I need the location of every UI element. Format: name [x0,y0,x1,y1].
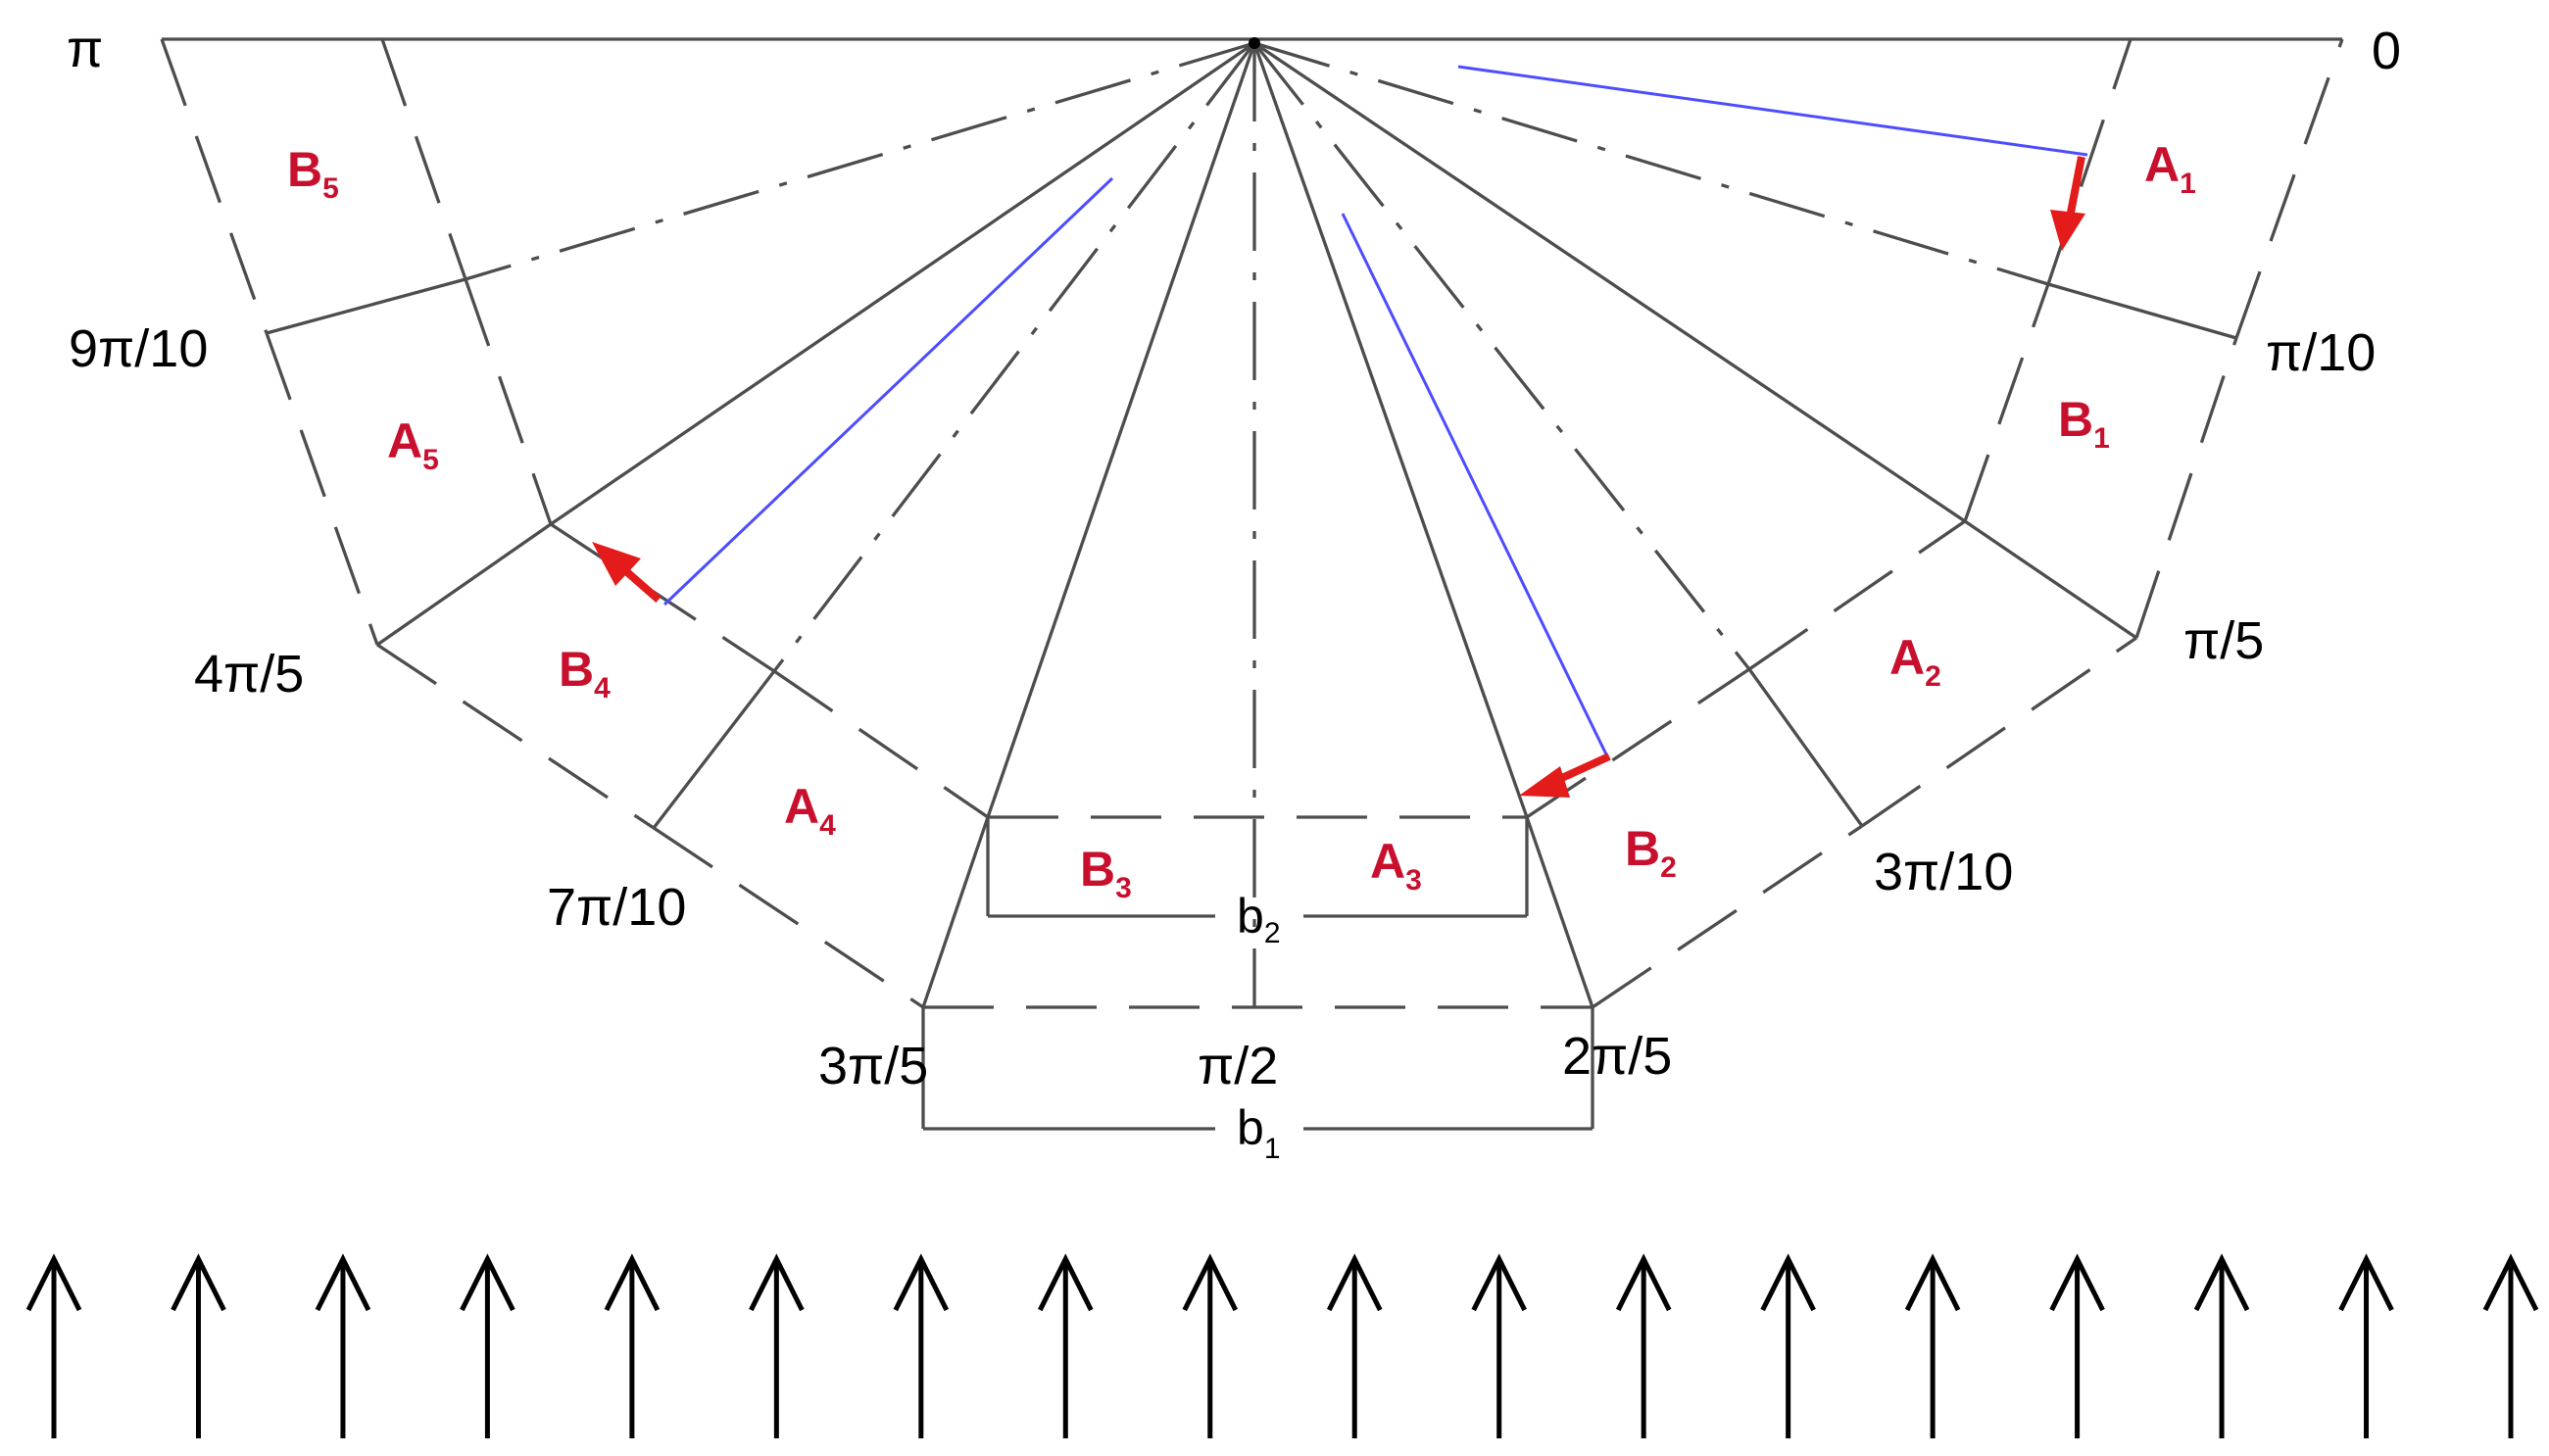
segment-label-a4: A4 [784,779,836,842]
segment-label-b1: B1 [2058,392,2110,455]
angle-label-7pi-10: 7π/10 [547,878,686,937]
b2-dimension [986,817,1529,918]
up-arrow-icon [1182,1253,1239,1438]
up-arrow-icon [460,1253,515,1438]
angle-label-pi-10: π/10 [2266,323,2376,382]
up-arrow-icon [604,1253,661,1438]
up-arrow-icon [2193,1253,2250,1438]
angle-label-3pi-10: 3π/10 [1874,843,2013,901]
up-arrow-icon [1760,1253,1816,1438]
up-arrow-icon [1326,1253,1383,1438]
segment-labels: A1 B1 A2 B2 A3 B3 A4 B4 A5 B5 [287,137,2196,904]
apex-point [1249,37,1260,49]
transition-arrow-icon [592,542,662,604]
radial-dividers [266,277,2237,1008]
angle-label-zero: 0 [2372,22,2401,80]
transition-arrows [592,156,2085,798]
up-arrow-icon [749,1253,805,1438]
angle-label-2pi-5: 2π/5 [1562,1027,1672,1086]
angle-label-pi-5: π/5 [2183,611,2264,670]
segment-label-b5: B5 [287,142,339,205]
up-arrow-icon [2338,1253,2394,1438]
up-arrow-icon [171,1253,226,1438]
up-arrow-icon [1471,1253,1527,1438]
flow-arrows [25,1253,2539,1438]
angle-label-pi: π [67,20,103,78]
up-arrow-icon [1615,1253,1672,1438]
up-arrow-icon [2482,1253,2539,1438]
up-arrow-icon [2049,1253,2105,1438]
up-arrow-icon [893,1253,950,1438]
transition-arrow-icon [2050,156,2085,251]
segment-label-b3: B3 [1080,842,1132,904]
segment-label-a3: A3 [1370,834,1422,897]
up-arrow-icon [315,1253,371,1438]
segment-label-a2: A2 [1889,630,1941,693]
up-arrow-icon [1038,1253,1094,1438]
transition-arrow-icon [1519,752,1611,798]
segment-label-b4: B4 [559,642,611,704]
up-arrow-icon [25,1253,82,1438]
outer-boundary [160,38,2344,1009]
segment-label-a1: A1 [2144,137,2196,200]
apex-rays [465,41,2049,1007]
angle-label-9pi-10: 9π/10 [69,319,208,378]
angle-label-pi-2: π/2 [1198,1037,1278,1095]
angle-labels: π 9π/10 4π/5 7π/10 3π/5 π/2 2π/5 3π/10 π… [67,20,2401,1095]
inner-boundary [380,38,2132,819]
segment-label-a5: A5 [387,413,439,476]
guide-lines [662,65,2088,757]
b1-dimension [921,1007,1594,1131]
up-arrow-icon [1904,1253,1961,1438]
segment-label-b2: B2 [1625,821,1677,884]
angle-label-3pi-5: 3π/5 [818,1037,928,1095]
width-label-b1: b1 [1237,1100,1281,1165]
angle-label-4pi-5: 4π/5 [194,645,304,704]
width-label-b2: b2 [1237,889,1281,949]
